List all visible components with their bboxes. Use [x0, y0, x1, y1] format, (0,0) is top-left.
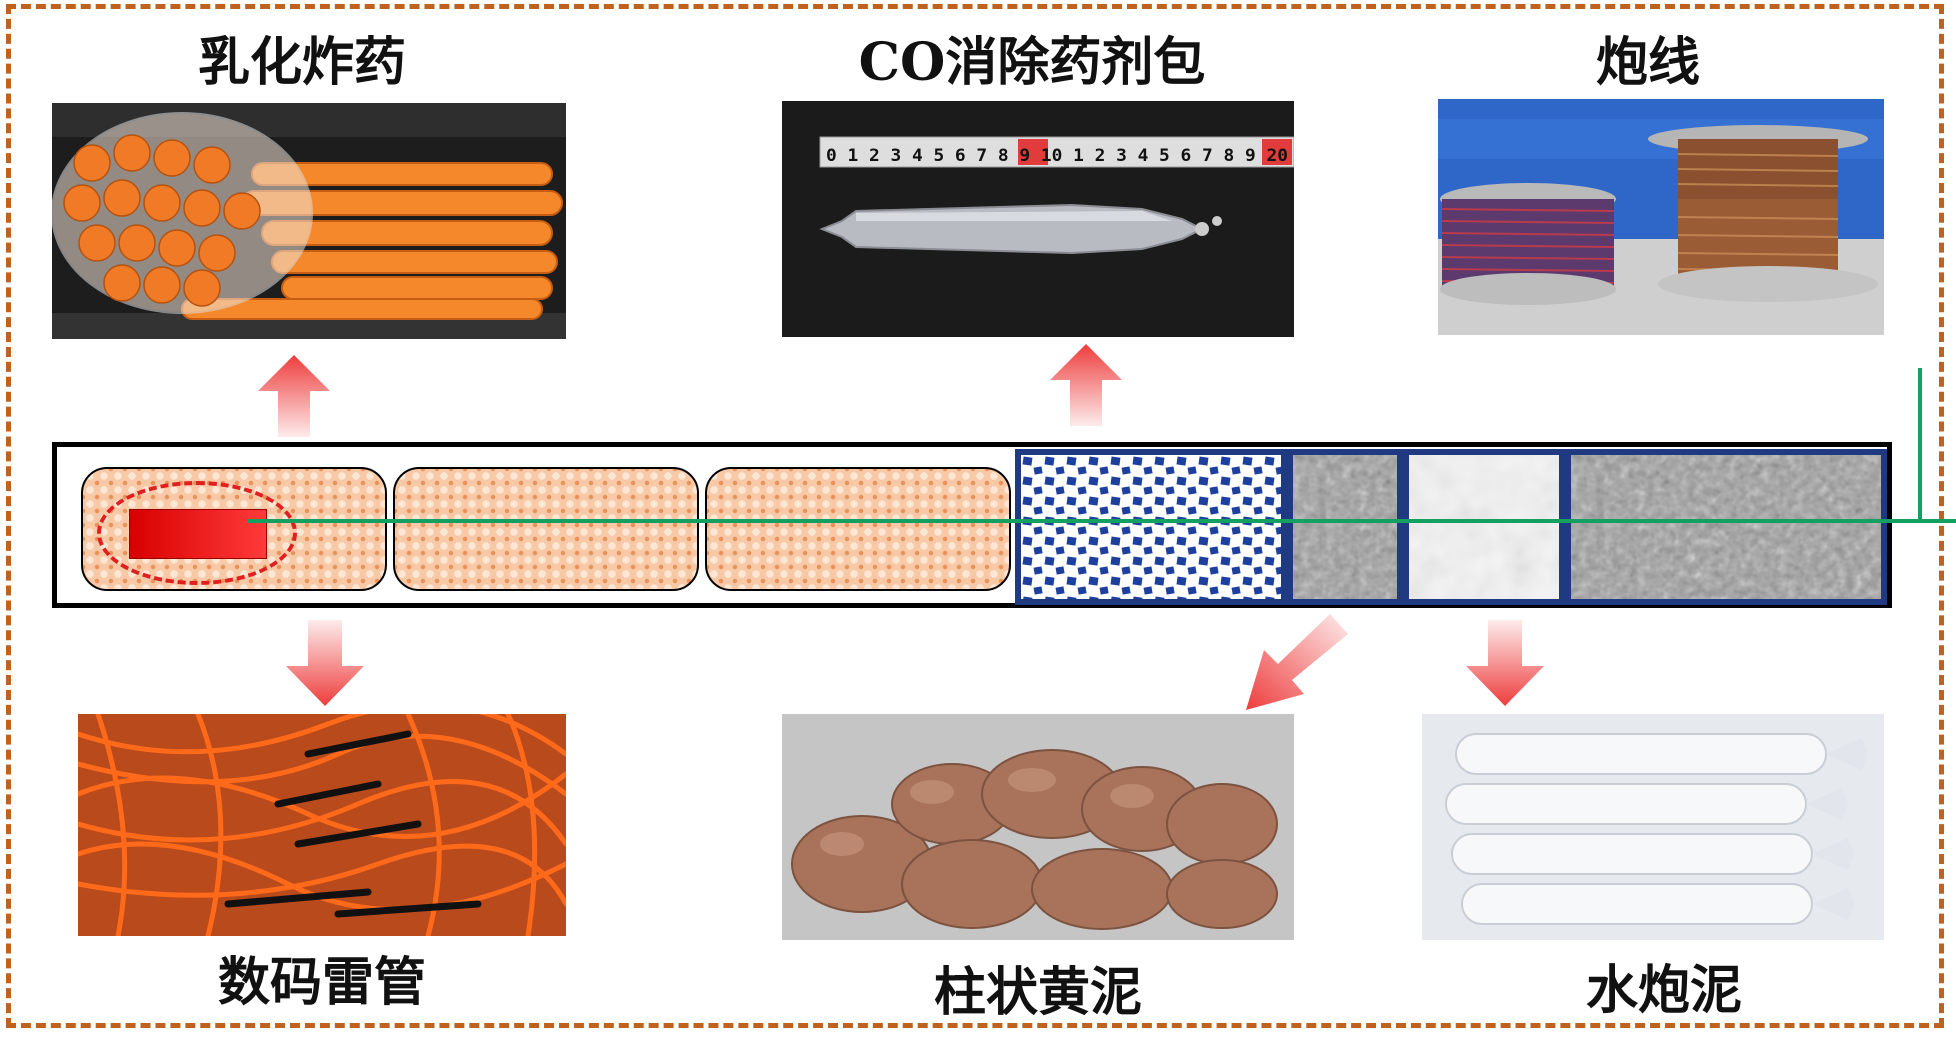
label-digital-detonator: 数码雷管 — [217, 952, 426, 1013]
photo-emulsion-explosive — [52, 103, 566, 339]
ruler-numbers: 0 1 2 3 4 5 6 7 8 9 10 1 2 3 4 5 6 7 8 9… — [826, 146, 1288, 166]
detonator — [129, 509, 267, 559]
label-columnar-clay: 柱状黄泥 — [933, 962, 1142, 1023]
photo-water-stemming — [1422, 714, 1884, 940]
label-blasting-wire: 炮线 — [1595, 32, 1700, 93]
photo-co-eliminator-pack: 0 1 2 3 4 5 6 7 8 9 10 1 2 3 4 5 6 7 8 9… — [782, 101, 1294, 337]
water-stemming — [1403, 449, 1565, 605]
co-eliminator-pack — [1015, 449, 1287, 605]
arrow-diagonal-icon-clay — [1238, 614, 1348, 714]
arrow-down-icon-water — [1466, 620, 1544, 706]
label-emulsion-explosive: 乳化炸药 — [197, 32, 406, 93]
arrow-up-icon-emulsion — [258, 355, 330, 437]
emulsion-cartridge-2 — [393, 467, 699, 591]
blast-hole — [52, 442, 1956, 608]
emulsion-cartridge-3 — [705, 467, 1011, 591]
arrow-up-icon-co-pack — [1050, 344, 1122, 426]
photo-digital-detonator — [78, 714, 566, 936]
arrow-down-icon-detonator — [286, 620, 364, 706]
detonator-ring — [97, 481, 297, 585]
blasting-wire-line — [247, 519, 1956, 523]
clay-stemming-2 — [1565, 449, 1887, 605]
photo-blasting-wire — [1438, 99, 1884, 335]
clay-stemming-1 — [1287, 449, 1403, 605]
blasting-wire-exit — [1918, 368, 1922, 522]
photo-columnar-clay — [782, 714, 1294, 940]
label-co-eliminator-pack: CO消除药剂包 — [858, 32, 1206, 93]
label-water-stemming: 水炮泥 — [1585, 960, 1742, 1021]
diagram-frame — [6, 4, 1944, 1028]
